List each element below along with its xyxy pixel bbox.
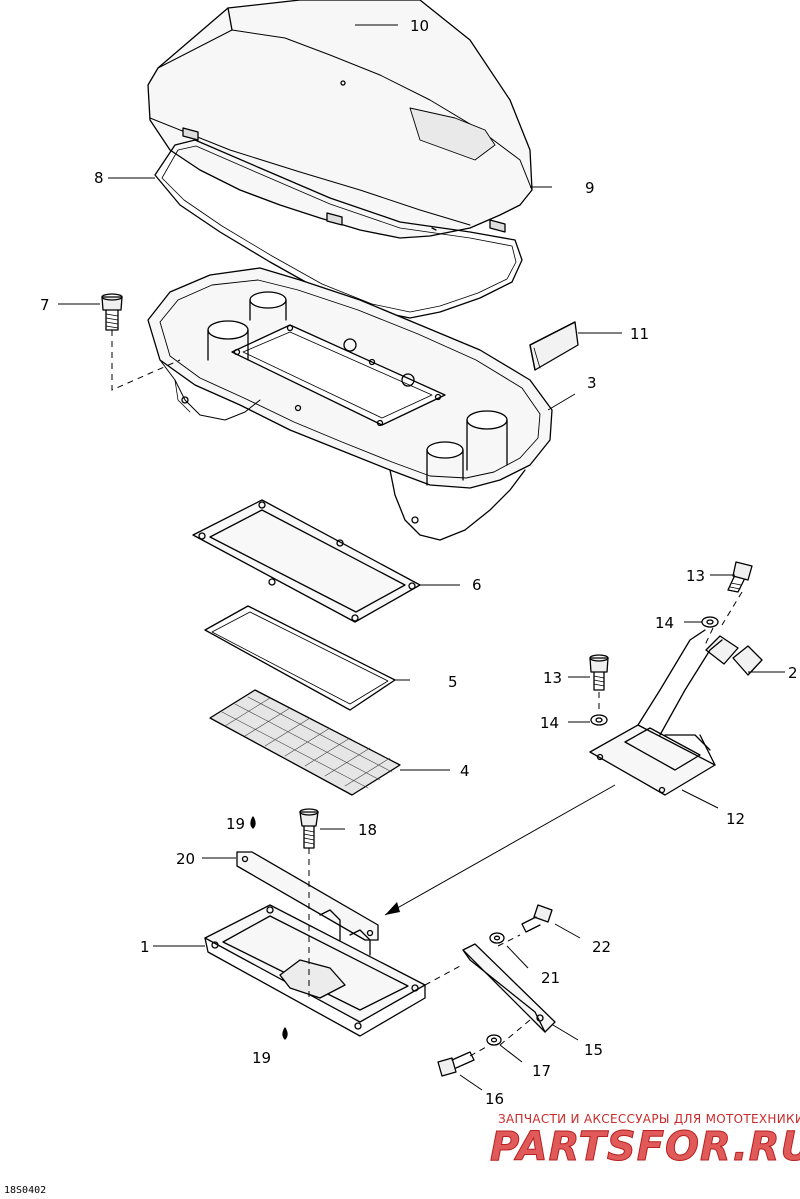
callout-10: 10 xyxy=(410,17,429,35)
callout-15: 15 xyxy=(584,1041,603,1059)
callout-11: 11 xyxy=(630,325,649,343)
part-3-housing xyxy=(147,267,553,541)
part-6-gasket-plate xyxy=(192,499,421,623)
callout-19-lower: 19 xyxy=(252,1049,271,1067)
figure-id: 18S0402 xyxy=(4,1185,47,1196)
part-14-washer-lower xyxy=(590,714,608,726)
callout-18: 18 xyxy=(358,821,377,839)
callout-17: 17 xyxy=(532,1062,551,1080)
part-15-bracket xyxy=(462,943,556,1033)
oil-drop-icon xyxy=(282,1027,288,1040)
callout-labels: 10 8 9 7 11 3 6 5 4 13 14 2 13 14 12 19 … xyxy=(40,17,798,1108)
part-20-strip xyxy=(236,851,379,941)
part-11-pad xyxy=(529,321,579,371)
callout-7: 7 xyxy=(40,296,50,314)
callout-13-lower: 13 xyxy=(543,669,562,687)
part-4-filter xyxy=(209,689,401,796)
leader-lines xyxy=(58,24,785,1091)
part-1-base xyxy=(204,904,426,1037)
callout-6: 6 xyxy=(472,576,482,594)
part-17-washer xyxy=(486,1034,502,1046)
callout-14-lower: 14 xyxy=(540,714,559,732)
watermark-tagline: ЗАПЧАСТИ И АКСЕССУАРЫ ДЛЯ МОТОТЕХНИКИ xyxy=(498,1112,800,1126)
callout-16: 16 xyxy=(485,1090,504,1108)
callout-13-upper: 13 xyxy=(686,567,705,585)
callout-5: 5 xyxy=(448,673,458,691)
callout-3: 3 xyxy=(587,374,597,392)
callout-12: 12 xyxy=(726,810,745,828)
part-9-cover xyxy=(147,0,533,239)
callout-19-upper: 19 xyxy=(226,815,245,833)
oil-drop-icon xyxy=(250,816,256,829)
part-18-bolt xyxy=(299,808,319,849)
part-5-seal xyxy=(204,605,396,711)
callout-8: 8 xyxy=(94,169,104,187)
part-12-bracket xyxy=(589,629,723,796)
part-13-screw-upper xyxy=(727,561,753,593)
callout-21: 21 xyxy=(541,969,560,987)
callout-4: 4 xyxy=(460,762,470,780)
assembly-arrow xyxy=(384,784,616,916)
callout-2: 2 xyxy=(788,664,798,682)
part-14-washer-upper xyxy=(701,616,719,628)
part-22-bolt xyxy=(521,904,553,933)
callout-22: 22 xyxy=(592,938,611,956)
part-13-screw-lower xyxy=(589,654,609,691)
callout-1: 1 xyxy=(140,938,150,956)
callout-14-upper: 14 xyxy=(655,614,674,632)
watermark-logo-text: PARTSFOR.RU xyxy=(490,1124,800,1170)
callout-20: 20 xyxy=(176,850,195,868)
part-7-screw xyxy=(101,293,123,331)
watermark: ЗАПЧАСТИ И АКСЕССУАРЫ ДЛЯ МОТОТЕХНИКИ PA… xyxy=(490,1112,800,1171)
part-21-washer xyxy=(489,932,505,944)
part-2-clip xyxy=(705,635,763,676)
callout-9: 9 xyxy=(585,179,595,197)
part-8-gasket xyxy=(154,139,523,319)
alignment-lines xyxy=(111,330,743,1057)
part-16-bolt xyxy=(437,1051,475,1077)
